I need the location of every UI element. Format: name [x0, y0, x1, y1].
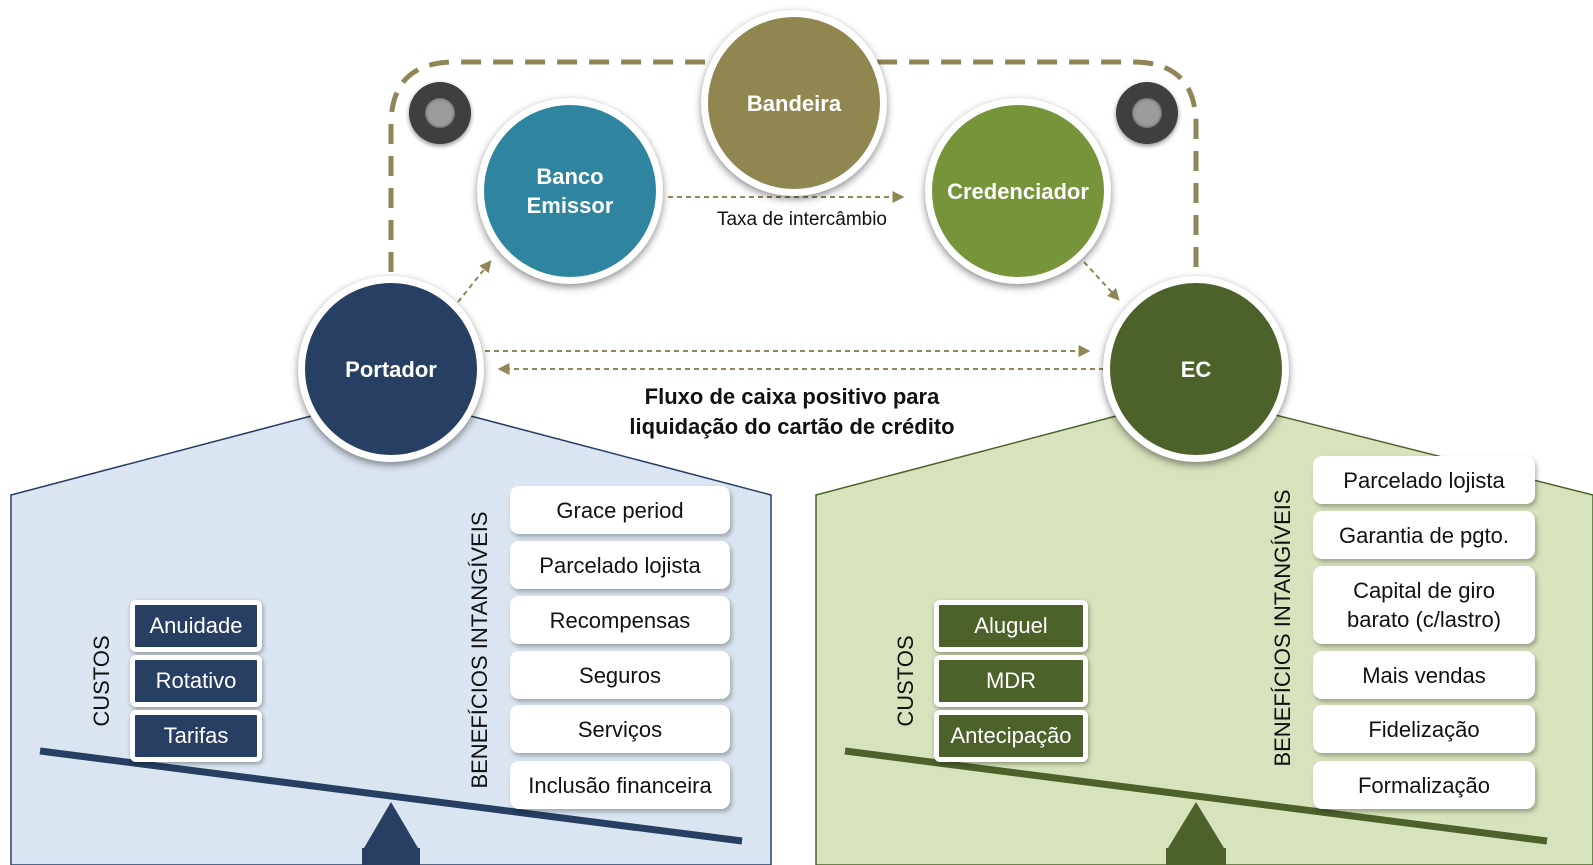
left-loop-knob-icon: [409, 82, 471, 144]
ec-beneficios-label: BENEFÍCIOS INTANGÍVEIS: [1270, 489, 1295, 767]
ec-custos-label: CUSTOS: [893, 635, 918, 727]
node-banco-emissor-label: Banco Emissor: [526, 164, 614, 218]
ec-scale-beam: [844, 747, 1548, 845]
ec-beneficio-item: Parcelado lojista: [1313, 456, 1535, 504]
node-bandeira-label: Bandeira: [746, 90, 842, 116]
node-portador-label: Portador: [345, 356, 437, 382]
node-banco-emissor: Banco Emissor: [477, 98, 663, 284]
portador-beneficios-label: BENEFÍCIOS INTANGÍVEIS: [467, 511, 492, 789]
node-ec: EC: [1103, 276, 1289, 462]
portador-beneficio-item: Seguros: [510, 651, 730, 699]
taxa-intercambio-label: Taxa de intercâmbio: [716, 209, 888, 230]
node-credenciador-label: Credenciador: [947, 178, 1089, 204]
portador-beneficio-item: Recompensas: [510, 596, 730, 644]
portador-beneficio-item: Inclusão financeira: [510, 761, 730, 809]
portador-custo-item: Anuidade: [130, 600, 262, 652]
portador-custo-item: Rotativo: [130, 655, 262, 707]
ec-beneficio-item: Garantia de pgto.: [1313, 511, 1535, 559]
portador-beneficio-item: Serviços: [510, 705, 730, 753]
ec-beneficio-item: Mais vendas: [1313, 651, 1535, 699]
arrow-credenciador-ec: [1083, 261, 1120, 301]
portador-scale-beam: [39, 747, 743, 845]
right-loop-knob-icon: [1116, 82, 1178, 144]
ec-custo-item: MDR: [934, 655, 1088, 707]
portador-scale-fulcrum: [364, 802, 418, 848]
ec-scale-fulcrum: [1168, 802, 1224, 848]
ec-beneficio-item: Capital de giro barato (c/lastro): [1313, 566, 1535, 644]
ec-beneficio-item: Fidelização: [1313, 705, 1535, 753]
portador-beneficio-item: Grace period: [510, 486, 730, 534]
arrow-portador-banco: [457, 260, 492, 303]
node-bandeira: Bandeira: [701, 10, 887, 196]
ec-beneficio-item: Formalização: [1313, 761, 1535, 809]
node-portador: Portador: [298, 276, 484, 462]
portador-beneficio-item: Parcelado lojista: [510, 541, 730, 589]
fluxo-caixa-label: Fluxo de caixa positivo para liquidação …: [629, 384, 955, 439]
portador-custos-label: CUSTOS: [89, 635, 114, 727]
ec-custo-item: Antecipação: [934, 710, 1088, 762]
ec-custo-item: Aluguel: [934, 600, 1088, 652]
portador-custo-item: Tarifas: [130, 710, 262, 762]
node-credenciador: Credenciador: [925, 98, 1111, 284]
node-ec-label: EC: [1180, 356, 1212, 382]
